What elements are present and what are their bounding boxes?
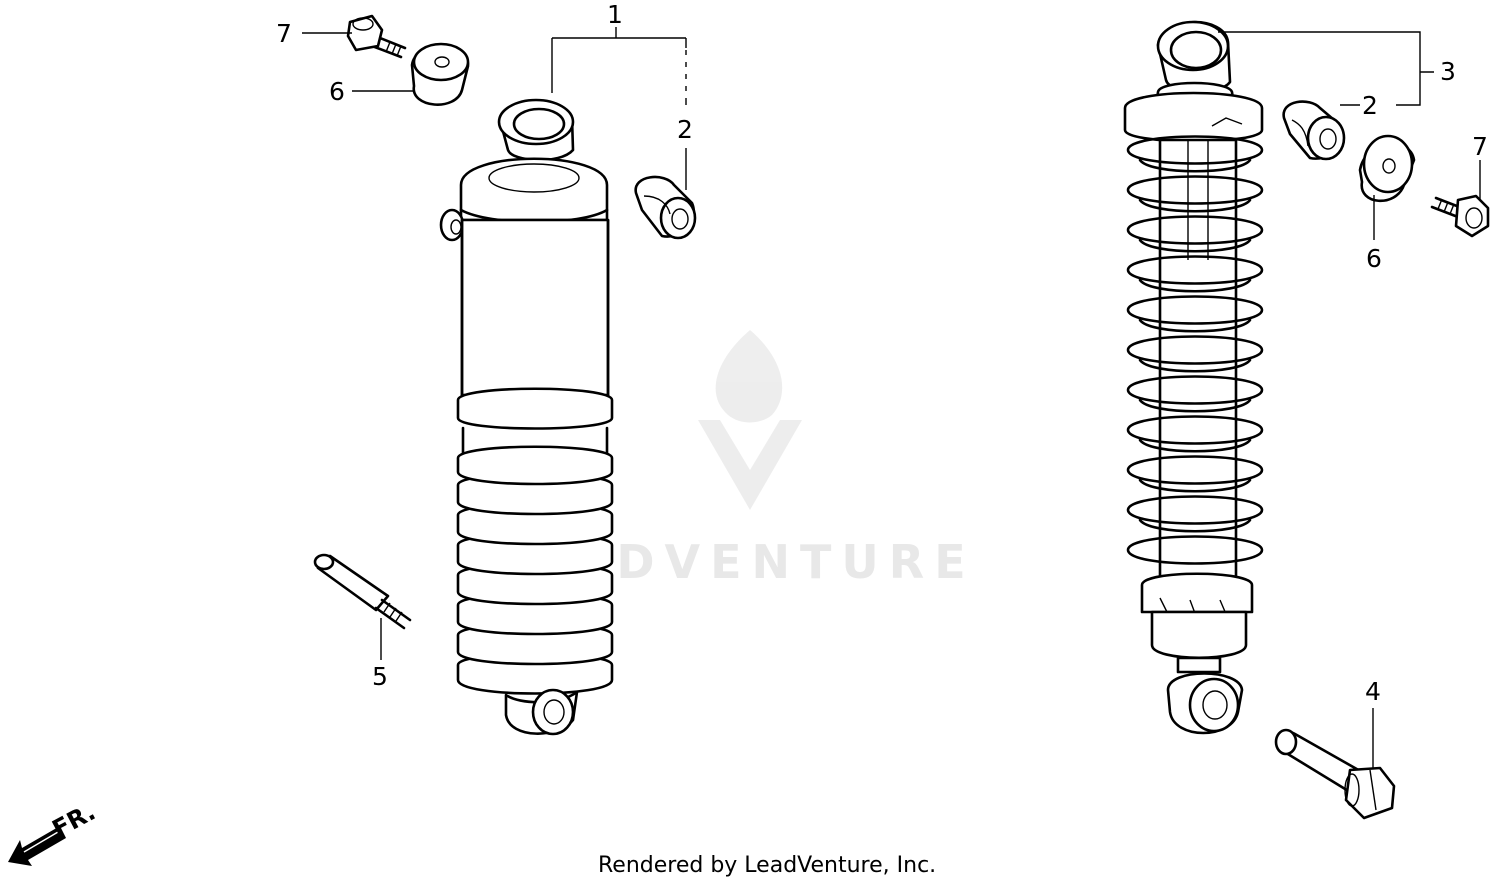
washer-left[interactable] bbox=[410, 42, 470, 106]
callout-3: 3 bbox=[1440, 57, 1456, 86]
callout-1: 1 bbox=[607, 0, 623, 29]
bolt-right[interactable] bbox=[1430, 194, 1490, 238]
callout-2-right: 2 bbox=[1362, 91, 1378, 120]
callout-7-right: 7 bbox=[1472, 132, 1488, 161]
watermark-logo bbox=[698, 330, 802, 510]
bolt-lower[interactable] bbox=[1274, 728, 1396, 820]
callout-6-right: 6 bbox=[1366, 244, 1382, 273]
bushing-right[interactable] bbox=[1282, 100, 1346, 161]
right-shock-assembly[interactable] bbox=[1123, 20, 1264, 735]
callout-4: 4 bbox=[1365, 677, 1381, 706]
callout-7-left: 7 bbox=[276, 19, 292, 48]
washer-right[interactable] bbox=[1358, 134, 1416, 203]
callout-6-left: 6 bbox=[329, 77, 345, 106]
bushing-left[interactable] bbox=[634, 175, 697, 240]
render-credit: Rendered by LeadVenture, Inc. bbox=[598, 853, 936, 878]
leader-lines bbox=[302, 27, 1481, 768]
stud-bolt[interactable] bbox=[313, 553, 412, 630]
front-arrow-icon bbox=[8, 826, 66, 866]
bolt-left[interactable] bbox=[346, 14, 407, 59]
callout-5: 5 bbox=[372, 662, 388, 691]
callout-2-left: 2 bbox=[677, 115, 693, 144]
left-shock-damper[interactable] bbox=[439, 98, 614, 736]
